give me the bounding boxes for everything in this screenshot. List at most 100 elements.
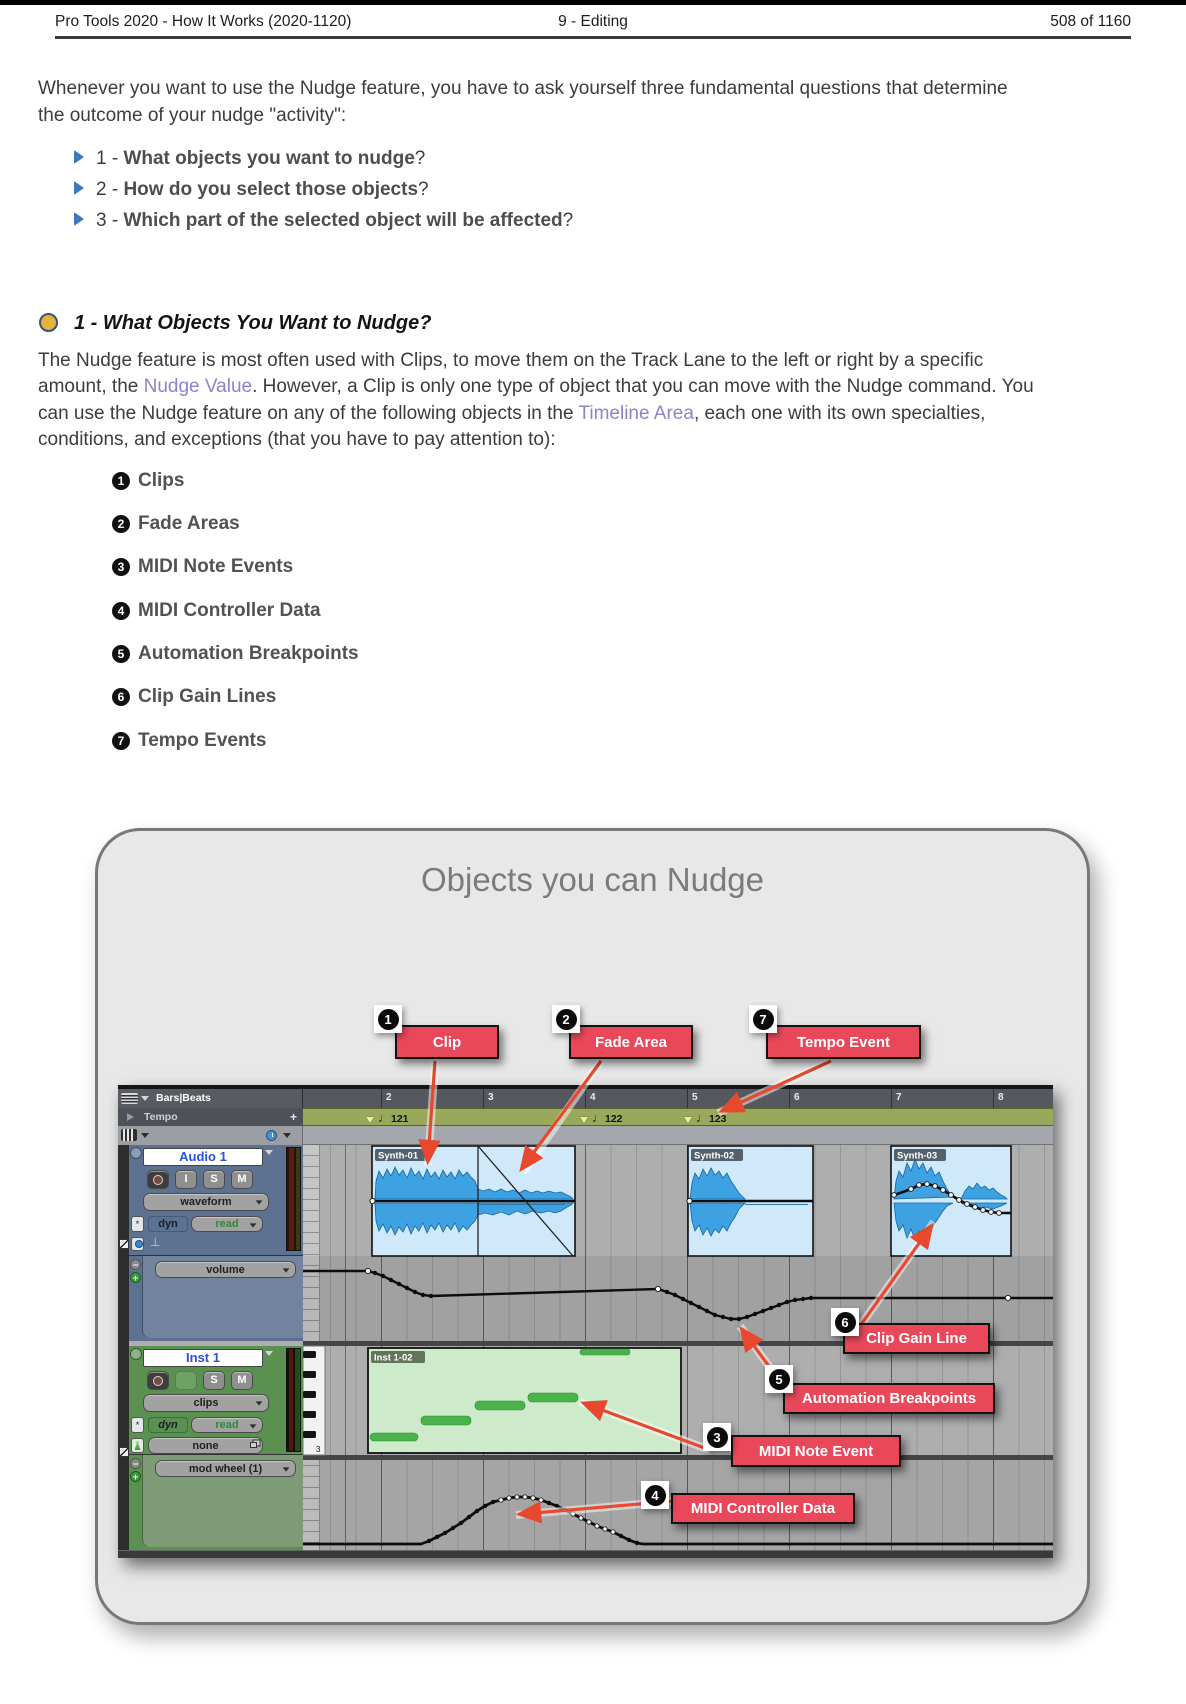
clip-gain-breakpoints[interactable] bbox=[891, 1181, 1002, 1216]
midi-controller-data[interactable] bbox=[303, 1494, 1053, 1546]
zoom-tool-icon[interactable] bbox=[119, 1239, 129, 1249]
chevron-down-icon[interactable] bbox=[265, 1150, 273, 1155]
remove-lane-button[interactable]: − bbox=[130, 1458, 141, 1469]
patch-selector[interactable]: none bbox=[148, 1437, 263, 1454]
solo-button[interactable]: S bbox=[203, 1371, 225, 1390]
automation-breakpoints[interactable] bbox=[372, 1270, 814, 1322]
lane-divider bbox=[303, 1455, 1053, 1460]
chevron-down-icon[interactable] bbox=[141, 1096, 149, 1101]
volume-automation[interactable] bbox=[303, 1267, 1053, 1322]
tempo-event-123[interactable]: ♩123 bbox=[684, 1111, 727, 1125]
tempo-ruler[interactable]: Tempo + ♩121 ♩122 ♩123 bbox=[118, 1108, 1053, 1126]
add-tempo-button[interactable]: + bbox=[289, 1110, 297, 1124]
zoom-tool-icon[interactable] bbox=[119, 1447, 129, 1457]
view-label: waveform bbox=[180, 1196, 232, 1208]
tempo-event-121[interactable]: ♩121 bbox=[366, 1111, 409, 1125]
tempo-header[interactable]: Tempo + bbox=[118, 1108, 303, 1126]
list-label: MIDI Note Events bbox=[138, 556, 294, 577]
edit-toolbar-row bbox=[118, 1126, 1053, 1145]
remove-lane-button[interactable]: − bbox=[130, 1259, 141, 1270]
record-arm-button[interactable] bbox=[147, 1170, 169, 1189]
lane-label: mod wheel (1) bbox=[188, 1462, 263, 1475]
view-label: clips bbox=[193, 1397, 219, 1409]
bullet-arrow-icon bbox=[74, 150, 84, 164]
header-chapter: 9 - Editing bbox=[558, 13, 628, 30]
fade-area-line[interactable] bbox=[477, 1145, 574, 1257]
clip-synth-02[interactable]: Synth-02 bbox=[686, 1145, 814, 1257]
track-collapse-icon[interactable] bbox=[130, 1147, 142, 1159]
annotation-arrows bbox=[418, 1057, 938, 1524]
automation-mode-label: read bbox=[215, 1419, 239, 1431]
link-timeline-area[interactable]: Timeline Area bbox=[578, 402, 694, 424]
ruler-bars-beats[interactable]: 2 3 4 5 6 7 8 Bars|Beats bbox=[118, 1089, 1053, 1108]
link-nudge-value[interactable]: Nudge Value bbox=[143, 376, 253, 398]
dyn-button[interactable]: dyn bbox=[148, 1216, 188, 1232]
arrow-clip-gain bbox=[853, 1222, 934, 1334]
clip-name: Synth-02 bbox=[694, 1151, 734, 1162]
bar-number: 6 bbox=[789, 1089, 800, 1108]
timebase-icon[interactable] bbox=[131, 1237, 144, 1251]
elastic-audio-icon[interactable]: * bbox=[131, 1417, 144, 1433]
badge-6: 6 bbox=[831, 1308, 859, 1336]
list-label: Clip Gain Lines bbox=[138, 686, 277, 707]
tempo-lane[interactable]: ♩121 ♩122 ♩123 bbox=[303, 1108, 1053, 1126]
lane-view-selector[interactable]: mod wheel (1) bbox=[155, 1460, 296, 1477]
record-arm-button[interactable] bbox=[147, 1371, 169, 1390]
tempo-marker-icon bbox=[580, 1117, 588, 1123]
layers-icon bbox=[250, 1442, 257, 1448]
dyn-button[interactable]: dyn bbox=[148, 1417, 188, 1433]
track-view-selector[interactable]: clips bbox=[143, 1394, 269, 1412]
add-lane-button[interactable]: + bbox=[130, 1272, 141, 1283]
clip-inst-1-02[interactable]: Inst 1-02 bbox=[367, 1347, 682, 1454]
callout-fade-area: Fade Area bbox=[569, 1025, 693, 1059]
automation-mode-selector[interactable]: read bbox=[191, 1417, 263, 1433]
midi-notes[interactable] bbox=[369, 1348, 631, 1442]
track-view-selector[interactable]: waveform bbox=[143, 1193, 269, 1211]
arrow-automation bbox=[739, 1325, 773, 1370]
arrow-fade-area bbox=[519, 1060, 603, 1173]
intro-paragraph: Whenever you want to use the Nudge featu… bbox=[38, 78, 1008, 126]
chevron-down-icon[interactable] bbox=[265, 1351, 273, 1356]
list-label: Fade Areas bbox=[138, 513, 240, 534]
arrow-clip bbox=[418, 1060, 441, 1166]
elastic-audio-icon[interactable]: * bbox=[131, 1216, 144, 1232]
lane-view-selector[interactable]: volume bbox=[155, 1261, 296, 1278]
mute-button[interactable]: M bbox=[231, 1170, 253, 1189]
add-lane-button[interactable]: + bbox=[130, 1471, 141, 1482]
bullet-arrow-icon bbox=[74, 212, 84, 226]
automation-mode-selector[interactable]: read bbox=[191, 1216, 263, 1232]
section-bullet-icon bbox=[39, 313, 58, 332]
track-name[interactable]: Inst 1 bbox=[143, 1349, 263, 1367]
waveform bbox=[374, 1202, 574, 1236]
page-top-bar bbox=[0, 0, 1186, 5]
input-monitor-button[interactable]: I bbox=[175, 1170, 197, 1189]
ruler-menu-icon[interactable] bbox=[121, 1093, 138, 1104]
track-list-header bbox=[118, 1126, 303, 1145]
track-panel-inst-1: Inst 1 S M clips * dyn read none bbox=[129, 1346, 303, 1455]
chevron-down-icon bbox=[249, 1223, 257, 1228]
chevron-down-icon[interactable] bbox=[141, 1133, 149, 1138]
ruler-header[interactable]: Bars|Beats bbox=[118, 1089, 303, 1108]
track-list-icon[interactable] bbox=[121, 1129, 137, 1141]
clock-icon[interactable] bbox=[266, 1130, 277, 1141]
list-number-icon: 2 bbox=[112, 515, 130, 533]
clip-name: Synth-03 bbox=[897, 1151, 937, 1162]
tick-base-icon: ⊥ bbox=[150, 1235, 161, 1249]
chevron-down-icon[interactable] bbox=[283, 1133, 291, 1138]
amplitude-scale-strip bbox=[303, 1145, 320, 1341]
mute-button[interactable]: M bbox=[231, 1371, 253, 1390]
solo-button[interactable]: S bbox=[203, 1170, 225, 1189]
lane-inset: mod wheel (1) bbox=[142, 1455, 303, 1547]
header-book-title: Pro Tools 2020 - How It Works (2020-1120… bbox=[55, 13, 352, 30]
patch-flask-icon[interactable] bbox=[131, 1438, 144, 1453]
expand-triangle-icon[interactable] bbox=[127, 1113, 134, 1121]
track-collapse-icon[interactable] bbox=[130, 1348, 142, 1360]
badge-2: 2 bbox=[552, 1005, 580, 1033]
tempo-event-122[interactable]: ♩122 bbox=[580, 1111, 623, 1125]
track-name[interactable]: Audio 1 bbox=[143, 1148, 263, 1166]
record-icon bbox=[152, 1375, 163, 1386]
clip-name: Synth-01 bbox=[378, 1151, 419, 1162]
